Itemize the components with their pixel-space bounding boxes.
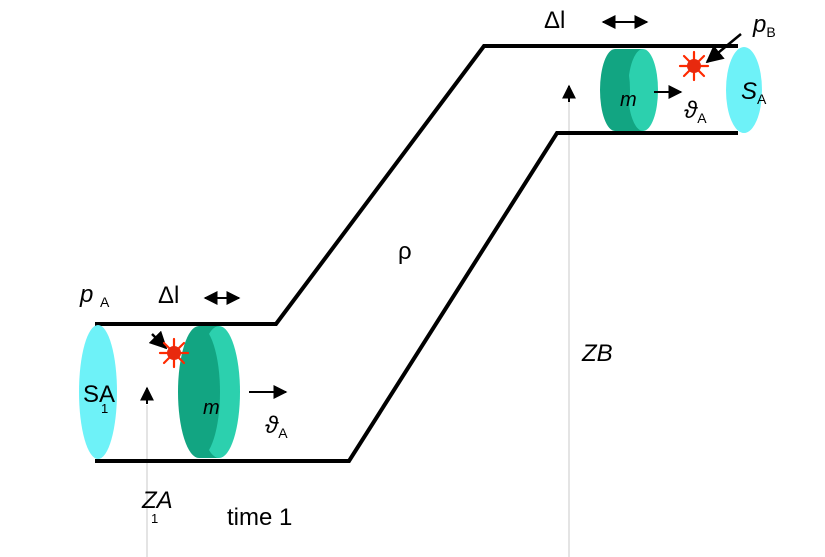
area-disk-top	[726, 47, 762, 133]
height-b-label: ZB	[582, 340, 613, 367]
pipe-upper-wall	[95, 44, 738, 326]
pressure-arrow-b	[705, 33, 742, 64]
velocity-symbol: ϑ	[265, 412, 279, 439]
height-a-subscript: 1	[151, 511, 159, 526]
pressure-b-label: pB	[753, 11, 776, 40]
height-a-label: ZA	[142, 487, 173, 514]
pipe-lower-wall	[95, 131, 738, 463]
mass-label-top: m	[620, 89, 637, 111]
mass-label-bottom: m	[203, 397, 220, 419]
velocity-label-top: ϑA	[684, 97, 707, 126]
mass-slug-bottom	[178, 326, 240, 458]
pressure-b-symbol: p	[753, 11, 767, 38]
density-label: ρ	[398, 238, 412, 265]
area-disk-bottom	[79, 325, 117, 459]
force-burst-icon	[158, 337, 190, 369]
pressure-a-label: p A	[80, 281, 110, 310]
area-subscript: A	[757, 91, 767, 107]
velocity-subscript: A	[278, 425, 288, 441]
velocity-label-bottom: ϑA	[265, 412, 288, 441]
area-label-bottom-subscript: 1	[101, 401, 109, 416]
area-label-bottom: SA	[83, 381, 116, 408]
force-burst-icon	[678, 50, 710, 82]
delta-l-label-bottom: Δl	[158, 282, 180, 309]
area-label-top: SA	[741, 78, 767, 107]
time-label: time 1	[227, 504, 293, 531]
mass-slug-top	[600, 49, 658, 131]
velocity-symbol: ϑ	[684, 97, 698, 124]
pressure-a-subscript: A	[100, 294, 110, 310]
area-symbol: S	[741, 78, 758, 105]
velocity-subscript: A	[697, 110, 707, 126]
pressure-b-subscript: B	[766, 24, 776, 40]
pressure-a-symbol: p	[80, 281, 94, 308]
pressure-arrow-a	[148, 330, 168, 350]
delta-l-label-top: Δl	[544, 7, 566, 34]
